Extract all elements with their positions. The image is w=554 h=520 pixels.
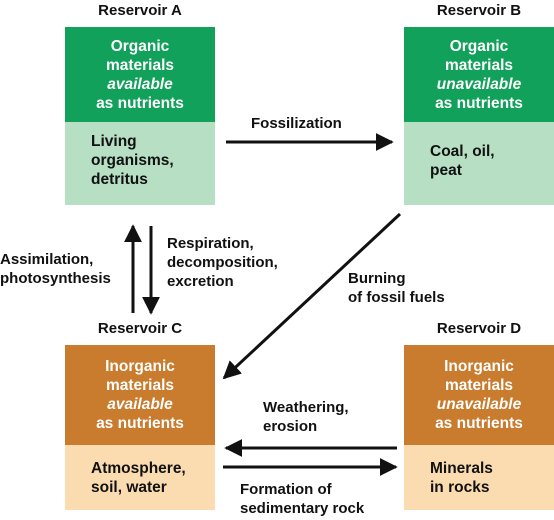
formation-label: Formation of sedimentary rock: [240, 480, 364, 518]
reservoir-c-contents: Atmosphere, soil, water: [65, 445, 215, 510]
reservoir-a-line3: available: [107, 75, 173, 93]
reservoir-d-box: Inorganic materials unavailable as nutri…: [404, 345, 554, 510]
reservoir-a-box: Organic materials available as nutrients…: [65, 27, 215, 205]
reservoir-c-line2: materials: [105, 377, 175, 394]
reservoir-b-contents: Coal, oil, peat: [404, 122, 554, 205]
reservoir-b-bottom1: Coal, oil,: [430, 143, 495, 160]
reservoir-b-line2: materials: [444, 56, 514, 74]
burning-label: Burning of fossil fuels: [348, 269, 445, 307]
burning-arrow: [222, 212, 402, 380]
assimilation-line2: photosynthesis: [0, 270, 111, 287]
reservoir-a-header: Organic materials available as nutrients: [65, 27, 215, 122]
reservoir-a-line2: materials: [105, 56, 175, 74]
reservoir-c-bottom2: soil, water: [91, 479, 167, 496]
reservoir-d-line1: Inorganic: [444, 358, 514, 375]
reservoir-a-bottom1: Living: [91, 133, 137, 150]
reservoir-a-bottom2: organisms,: [91, 152, 174, 169]
burning-line2: of fossil fuels: [348, 289, 445, 306]
reservoir-c-line4: as nutrients: [96, 415, 184, 432]
respiration-line2: decomposition,: [167, 254, 278, 271]
assimilation-label: Assimilation, photosynthesis: [0, 250, 111, 288]
reservoir-d-header: Inorganic materials unavailable as nutri…: [404, 345, 554, 445]
reservoir-d-line4: as nutrients: [435, 415, 523, 432]
reservoir-d-line2: materials: [444, 377, 514, 394]
fossilization-label: Fossilization: [251, 115, 342, 132]
reservoir-d-contents: Minerals in rocks: [404, 445, 554, 510]
reservoir-b-line4: as nutrients: [435, 94, 523, 112]
assimilation-line1: Assimilation,: [0, 251, 94, 268]
reservoir-d-bottom1: Minerals: [430, 460, 493, 477]
reservoir-a-contents: Living organisms, detritus: [65, 122, 215, 205]
reservoir-a-bottom3: detritus: [91, 171, 148, 188]
respiration-line1: Respiration,: [167, 235, 254, 252]
reservoir-b-box: Organic materials unavailable as nutrien…: [404, 27, 554, 205]
reservoir-d-bottom2: in rocks: [430, 479, 490, 496]
reservoir-c-title: Reservoir C: [97, 320, 183, 337]
reservoir-c-header: Inorganic materials available as nutrien…: [65, 345, 215, 445]
reservoir-b-title: Reservoir B: [436, 2, 522, 19]
reservoir-c-bottom1: Atmosphere,: [91, 460, 186, 477]
reservoir-c-box: Inorganic materials available as nutrien…: [65, 345, 215, 510]
reservoir-b-header: Organic materials unavailable as nutrien…: [404, 27, 554, 122]
reservoir-a-line1: Organic: [110, 37, 170, 55]
reservoir-a-line4: as nutrients: [96, 94, 184, 112]
formation-line1: Formation of: [240, 481, 332, 498]
weathering-line2: erosion: [263, 418, 318, 435]
respiration-line3: excretion: [167, 273, 234, 290]
weathering-line1: Weathering,: [263, 399, 349, 416]
formation-line2: sedimentary rock: [240, 500, 365, 517]
reservoir-b-line3: unavailable: [436, 75, 522, 93]
reservoir-c-line3: available: [107, 396, 173, 413]
weathering-label: Weathering, erosion: [263, 398, 349, 436]
respiration-label: Respiration, decomposition, excretion: [167, 234, 278, 291]
reservoir-d-line3: unavailable: [436, 396, 522, 413]
reservoir-a-title: Reservoir A: [98, 2, 182, 19]
reservoir-c-line1: Inorganic: [105, 358, 175, 375]
burning-line1: Burning: [348, 270, 406, 287]
reservoir-b-bottom2: peat: [430, 162, 462, 179]
reservoir-d-title: Reservoir D: [436, 320, 522, 337]
reservoir-b-line1: Organic: [449, 37, 509, 55]
